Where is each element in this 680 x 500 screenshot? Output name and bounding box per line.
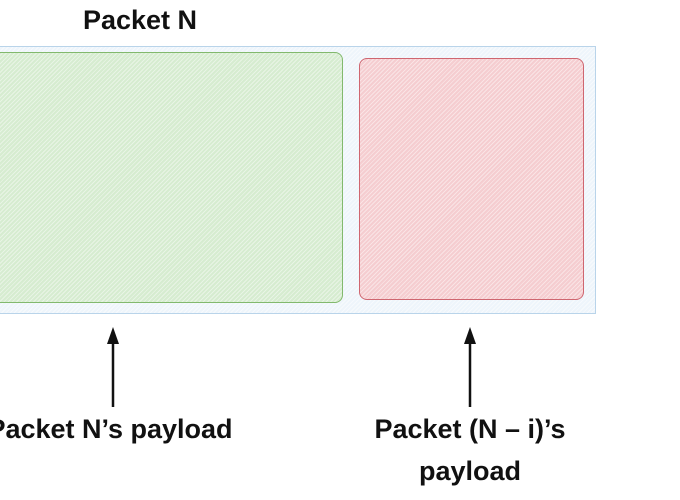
previous-payload-box xyxy=(359,58,584,300)
arrow-right xyxy=(464,327,476,407)
current-payload-label: Packet N’s payload xyxy=(0,414,233,444)
previous-payload-label-line1: Packet (N – i)’s xyxy=(374,414,566,444)
arrow-left xyxy=(107,327,119,407)
packet-title: Packet N xyxy=(82,5,198,35)
previous-payload-label-line2: payload xyxy=(418,456,522,486)
previous-payload-label: Packet (N – i)’s payload xyxy=(320,408,620,492)
current-payload-box xyxy=(0,52,343,303)
